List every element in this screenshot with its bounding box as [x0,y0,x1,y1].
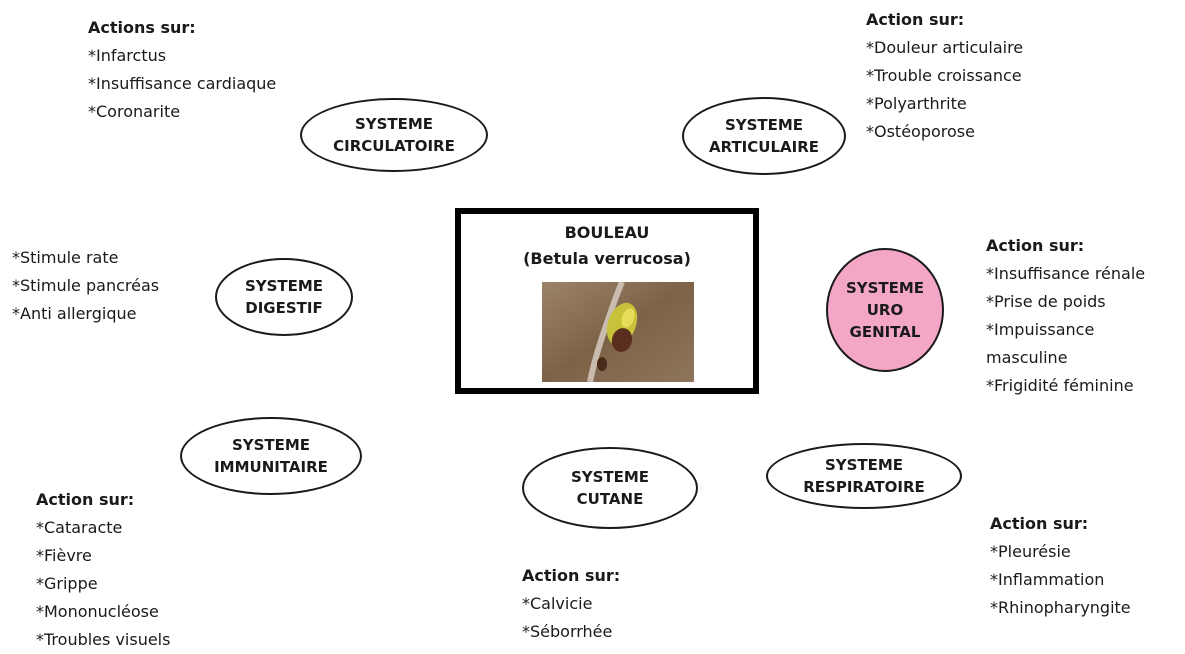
respiratoire-label: RESPIRATOIRE [803,478,925,496]
birch-bud-image [542,282,694,382]
circulatoire-actions: Actions sur: *Infarctus *Insuffisance ca… [88,14,276,126]
action-item: *Anti allergique [12,304,137,323]
action-item: *Troubles visuels [36,630,171,649]
action-item: *Mononucléose [36,602,159,621]
actions-heading: Action sur: [522,566,621,585]
action-item: *Grippe [36,574,98,593]
immunitaire-label: IMMUNITAIRE [214,458,328,476]
immunitaire-actions: Action sur: *Cataracte *Fièvre *Grippe *… [36,486,170,654]
action-item: *Cataracte [36,518,123,537]
systeme-cutane-node: SYSTEME CUTANE [522,447,698,529]
systeme-label: SYSTEME [244,277,324,295]
cutane-actions: Action sur: *Calvicie *Séborrhée [522,562,620,646]
respiratoire-actions: Action sur: *Pleurésie *Inflammation *Rh… [990,510,1131,622]
action-item: *Ostéoporose [866,122,975,141]
action-item: *Infarctus [88,46,167,65]
systeme-label: SYSTEME [354,115,434,133]
action-item: *Insuffisance rénale [986,264,1146,283]
actions-heading: Action sur: [866,10,965,29]
urogenital-actions: Action sur: *Insuffisance rénale *Prise … [986,232,1145,400]
articulaire-label: ARTICULAIRE [708,138,820,156]
actions-heading: Actions sur: [88,18,196,37]
action-item: *Insuffisance cardiaque [88,74,277,93]
action-item: *Calvicie [522,594,593,613]
action-item: *Pleurésie [990,542,1071,561]
systeme-label: SYSTEME [570,468,650,486]
systeme-circulatoire-node: SYSTEME CIRCULATOIRE [300,98,488,172]
articulaire-actions: Action sur: *Douleur articulaire *Troubl… [866,6,1023,146]
action-item: *Séborrhée [522,622,613,641]
action-item: *Coronarite [88,102,181,121]
systeme-urogenital-node: SYSTEME URO GENITAL [826,248,944,372]
birch-bud-photo [542,282,694,382]
action-item: *Douleur articulaire [866,38,1024,57]
action-item: *Inflammation [990,570,1105,589]
action-item: *Impuissance [986,320,1095,339]
systeme-label: SYSTEME [724,116,804,134]
action-item: *Rhinopharyngite [990,598,1131,617]
action-item: *Polyarthrite [866,94,967,113]
center-title: BOULEAU [564,223,650,242]
circulatoire-label: CIRCULATOIRE [333,137,455,155]
actions-heading: Action sur: [36,490,135,509]
action-item: *Stimule pancréas [12,276,160,295]
systeme-digestif-node: SYSTEME DIGESTIF [215,258,353,336]
center-subtitle: (Betula verrucosa) [523,249,691,268]
action-item: *Stimule rate [12,248,119,267]
systeme-label: SYSTEME [845,279,925,297]
action-item: *Trouble croissance [866,66,1022,85]
actions-heading: Action sur: [986,236,1085,255]
cutane-label: CUTANE [576,490,644,508]
systeme-label: SYSTEME [231,436,311,454]
action-item: *Frigidité féminine [986,376,1134,395]
action-item: *Prise de poids [986,292,1106,311]
center-box: BOULEAU (Betula verrucosa) [455,208,759,394]
genital-label: GENITAL [849,323,921,341]
systeme-label: SYSTEME [824,456,904,474]
systeme-immunitaire-node: SYSTEME IMMUNITAIRE [180,417,362,495]
systeme-articulaire-node: SYSTEME ARTICULAIRE [682,97,846,175]
digestif-label: DIGESTIF [245,299,323,317]
action-item: *Fièvre [36,546,92,565]
action-item: masculine [986,348,1068,367]
actions-heading: Action sur: [990,514,1089,533]
uro-label: URO [866,301,904,319]
systeme-respiratoire-node: SYSTEME RESPIRATOIRE [766,443,962,509]
digestif-actions: *Stimule rate *Stimule pancréas *Anti al… [12,244,159,328]
